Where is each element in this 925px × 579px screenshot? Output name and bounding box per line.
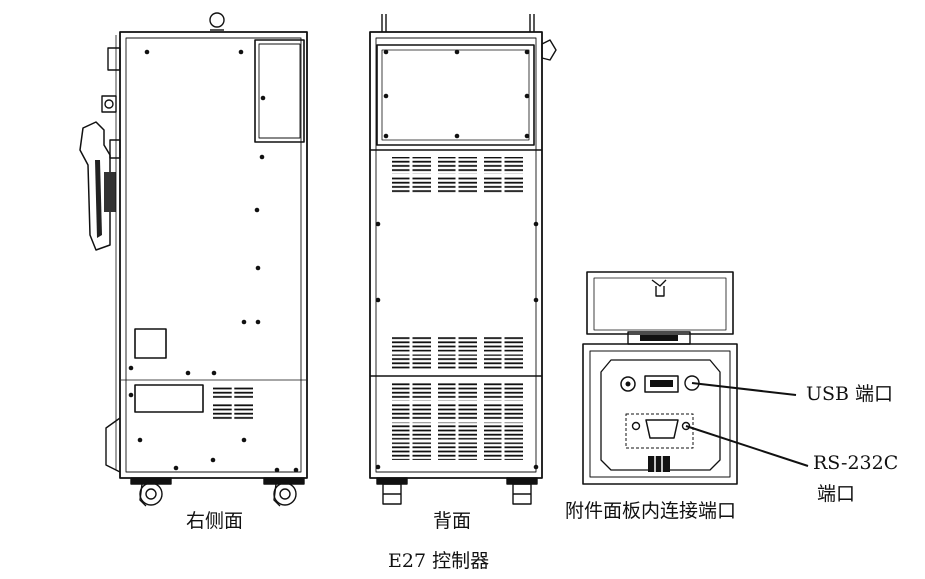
figure-caption: E27 控制器	[388, 550, 490, 572]
accessory-panel-view	[582, 271, 809, 485]
rs232c-port-callout-line2: 端口	[817, 483, 856, 505]
right-side-view	[79, 12, 308, 507]
back-view	[369, 14, 557, 505]
right-side-view-label: 右侧面	[186, 510, 244, 532]
usb-port-callout: USB 端口	[806, 383, 894, 405]
back-view-label: 背面	[433, 510, 472, 532]
rs232c-port-callout-line1: RS-232C	[813, 452, 899, 474]
panel-view-label: 附件面板内连接端口	[565, 500, 737, 522]
